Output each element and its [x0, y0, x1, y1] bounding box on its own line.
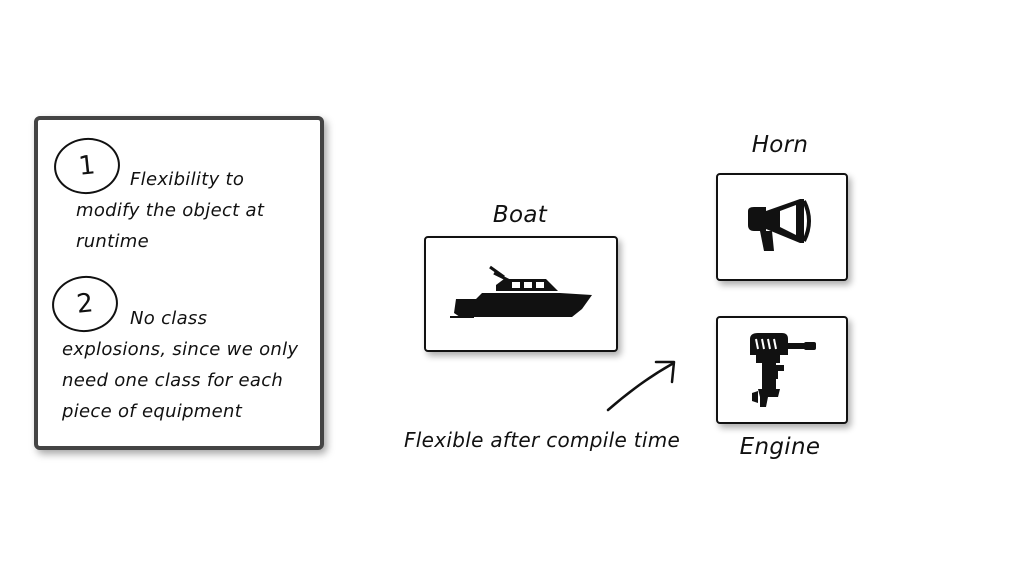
- benefits-panel: 1 Flexibility to modify the object at ru…: [34, 116, 324, 450]
- outboard-motor-icon: [750, 333, 816, 407]
- megaphone-icon: [748, 199, 811, 251]
- engine-label: Engine: [739, 434, 821, 460]
- horn-box: [716, 173, 848, 281]
- boat-box: [424, 236, 618, 352]
- boat-label: Boat: [492, 202, 548, 228]
- boat-icon: [450, 265, 592, 318]
- engine-box: [716, 316, 848, 424]
- arrow-caption: Flexible after compile time: [404, 428, 681, 452]
- benefit-text-2: No class explosions, since we only need …: [62, 308, 299, 422]
- benefit-text-1: Flexibility to modify the object at runt…: [76, 169, 265, 252]
- curved-arrow-icon: [606, 360, 676, 412]
- horn-label: Horn: [751, 132, 809, 158]
